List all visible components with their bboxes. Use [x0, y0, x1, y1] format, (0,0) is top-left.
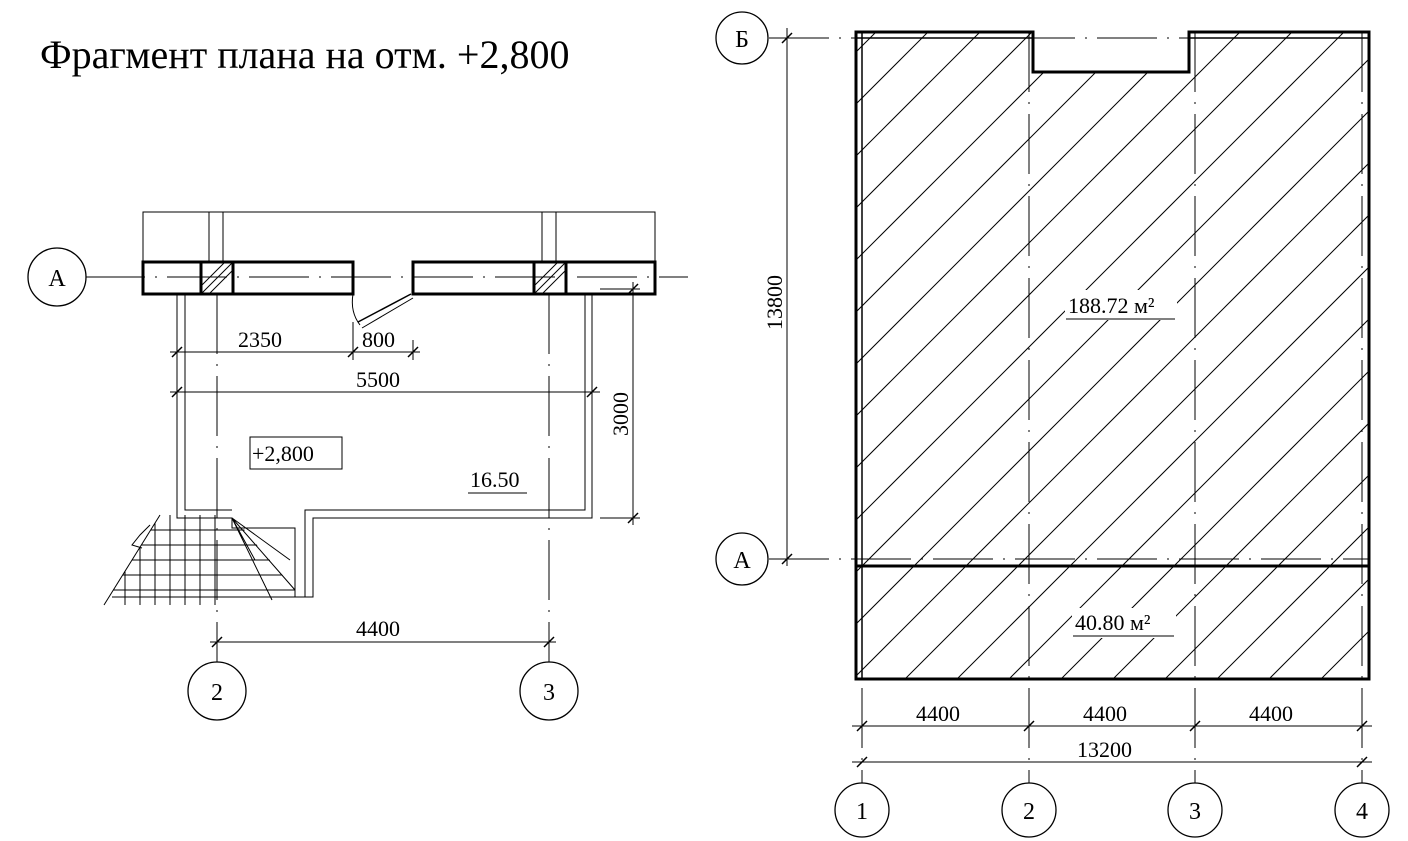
dim-3000: 3000 [608, 392, 633, 436]
svg-text:А: А [733, 548, 751, 574]
hatch-line [1112, 422, 1369, 679]
axis-bubble-b: Б [715, 11, 769, 65]
hatch-line [856, 32, 1345, 521]
hatch-line [856, 32, 1137, 313]
dim-800: 800 [362, 327, 395, 352]
dim-4400-left: 4400 [356, 616, 400, 641]
area-lower: 40.80 м² [1075, 610, 1151, 635]
svg-text:3: 3 [1189, 799, 1201, 825]
svg-text:4: 4 [1356, 799, 1368, 825]
dim-4400-b: 4400 [1083, 701, 1127, 726]
hatch-line [1008, 318, 1369, 679]
hatch-line [856, 32, 1189, 365]
hatch-line [0, 0, 700, 700]
hatch-line [1320, 630, 1369, 679]
axis-bubble-a-left: А [27, 247, 87, 307]
svg-text:А: А [48, 266, 66, 292]
building-outline [854, 30, 1371, 681]
hatch-line [856, 32, 1241, 417]
wall-segment-left [141, 260, 355, 296]
door-leaf [357, 293, 412, 323]
hatch-line [856, 58, 1369, 573]
page-title: Фрагмент плана на отм. +2,800 [40, 32, 569, 77]
axis-bubble-3-left: 3 [519, 642, 579, 721]
elevation-mark: +2,800 [252, 441, 314, 466]
svg-text:1: 1 [856, 799, 868, 825]
svg-text:3: 3 [543, 680, 555, 706]
hatch-line [856, 32, 1085, 261]
svg-text:2: 2 [211, 680, 223, 706]
svg-text:2: 2 [1023, 799, 1035, 825]
axis-bubble-3-right: 3 [1167, 782, 1223, 838]
area-hatch [0, 0, 1408, 700]
upper-slab-outline [142, 211, 656, 262]
hatch-line [856, 32, 1033, 209]
axis-bubble-a-right: А [715, 532, 769, 586]
hatch-line [1164, 474, 1369, 679]
left-fragment-plan: 2350 800 5500 3000 +2,800 16.50 4400 А [27, 211, 688, 721]
hatch-line [1216, 526, 1369, 679]
hatch-line [856, 110, 1369, 625]
dim-13200: 13200 [1077, 737, 1132, 762]
hatch-line [856, 32, 981, 157]
hatch-line [1268, 578, 1369, 679]
hatch-line [1352, 0, 1408, 700]
hatch-line [904, 214, 1369, 679]
room-outline-right [304, 294, 586, 597]
hatch-line [104, 0, 804, 700]
hatch-line [856, 32, 1293, 469]
dim-4400-c: 4400 [1249, 701, 1293, 726]
dim-4400-a: 4400 [916, 701, 960, 726]
hatch-line [856, 162, 1369, 677]
column-axis-3 [532, 260, 568, 296]
svg-text:Б: Б [735, 27, 749, 53]
area-upper: 188.72 м² [1068, 293, 1155, 318]
axis-bubble-2-left: 2 [187, 642, 247, 721]
hatch-line [52, 0, 752, 700]
dim-2350: 2350 [238, 327, 282, 352]
axis-bubble-2-right: 2 [1001, 782, 1057, 838]
axis-bubble-4: 4 [1334, 782, 1390, 838]
axis-bubble-1: 1 [834, 782, 890, 838]
dim-13800: 13800 [762, 275, 787, 330]
hatch-line [956, 266, 1369, 679]
hatch-line [1060, 370, 1369, 679]
room-area: 16.50 [470, 467, 520, 492]
dim-5500: 5500 [356, 367, 400, 392]
